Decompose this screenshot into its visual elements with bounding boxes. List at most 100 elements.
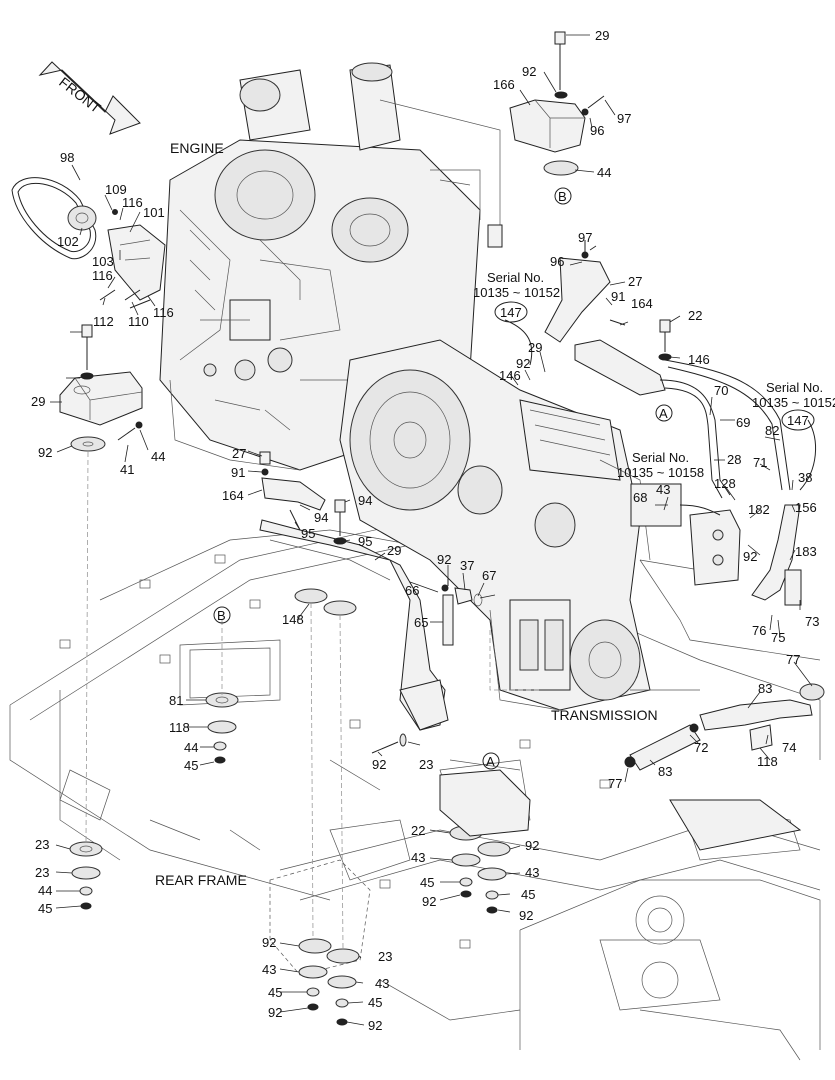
ref-A-2: A [486,754,495,769]
engine-caption: ENGINE [170,140,224,156]
mount-stack-A [439,769,531,914]
callout-23: 45 [184,758,198,773]
ref-A-1: A [659,406,668,421]
callout-92: 23 [419,757,433,772]
mount-stack-B [205,620,239,764]
callout-146: 29 [528,340,542,355]
ref-B-1: B [558,189,567,204]
callout-45: 43 [262,962,276,977]
part-callouts: 29 92 166 97 96 44 98 109 116 101 102 10… [31,28,819,1033]
callout-43: 92 [525,838,539,853]
callout-45: 118 [169,720,190,735]
callout-96: 44 [151,449,165,464]
mount-stack-bottom [298,602,360,1026]
bolt-97-left [117,421,143,441]
washer-44-left [70,436,106,452]
bracket-182-part [630,483,741,586]
callout-103: 103 [92,254,114,269]
callout-44: 92 [38,445,52,460]
callout-77: 76 [752,623,766,638]
callout-128: 68 [633,490,647,505]
callout-23: 92 [519,908,533,923]
callout-112: 112 [93,314,114,329]
callout-82: 70 [714,383,728,398]
callout-81: 83 [658,764,672,779]
callout-69: 146 [499,368,521,383]
callout-66: 37 [460,558,474,573]
callout-92: 44 [38,883,52,898]
callout-164: 164 [222,488,244,503]
mount-stack-left [69,451,103,910]
ref-147-b: 147 [787,413,809,428]
callout-28: 69 [736,415,750,430]
callout-23: 45 [38,901,52,916]
ref-147-a: 147 [500,305,522,320]
callout-72: 77 [786,652,800,667]
callout-92: 45 [521,887,535,902]
callout-45: 43 [525,865,539,880]
callout-41: 29 [31,394,45,409]
callout-116: 116 [122,195,143,210]
callout-29: 29 [595,28,609,43]
washer-43-b [323,600,357,616]
callout-148: 66 [405,583,419,598]
callout-22: 92 [372,757,386,772]
ref-B-2: B [217,608,226,623]
callout-83: 75 [771,630,785,645]
callout-44: 23 [35,837,49,852]
callout-70: 92 [516,356,530,371]
callout-166: 166 [493,77,515,92]
callout-164: 27 [628,274,642,289]
callout-102: 102 [57,234,79,249]
pipe-38-part [574,319,731,499]
callout-23: 92 [422,894,436,909]
callout-37: 29 [387,543,401,558]
callout-27: 97 [578,230,592,245]
callout-183: 92 [743,549,757,564]
support-37-part [259,499,449,731]
callout-98: 98 [60,150,74,165]
callout-109: 109 [105,182,127,197]
callout-92: 45 [268,985,282,1000]
callout-43: 92 [262,935,276,950]
leader-lines [50,34,813,1026]
callout-43: 22 [411,823,425,838]
pipe-71-part [664,359,791,491]
callout-74: 83 [758,681,772,696]
callout-101: 101 [143,205,165,220]
callout-43: 23 [378,949,392,964]
callout-27: 27 [232,446,246,461]
engine-mount-41-part [59,371,143,426]
bracket-103-part [99,209,166,309]
callout-118: 72 [694,740,708,755]
rear-frame-caption: REAR FRAME [155,872,247,888]
callout-116: 116 [153,305,174,320]
callout-75: 73 [805,614,819,629]
callout-45: 43 [411,850,425,865]
callout-29: 22 [688,308,702,323]
washer-43-a [294,588,328,604]
callout-23: 92 [368,1018,382,1033]
callout-92: 146 [688,352,710,367]
callout-146: 38 [798,470,812,485]
callout-92: 44 [184,740,198,755]
callout-91: 96 [550,254,564,269]
pipe-74-part [624,683,825,771]
callout-92: 95 [358,534,372,549]
callout-77: 118 [757,754,778,769]
callout-116: 116 [92,268,113,283]
callout-94: 91 [611,289,625,304]
front-caption: FRONT [56,74,104,117]
serial-note-1-line1: Serial No. [487,270,544,285]
callout-97: 41 [120,462,134,477]
callout-45: 43 [375,976,389,991]
callout-96: 96 [590,123,604,138]
callout-76: 183 [795,544,817,559]
engine-mount-166-part [509,31,605,176]
callout-45: 23 [35,865,49,880]
callout-92: 45 [368,995,382,1010]
callout-92: 92 [522,64,536,79]
callout-182: 43 [656,482,670,497]
callout-65: 67 [482,568,496,583]
